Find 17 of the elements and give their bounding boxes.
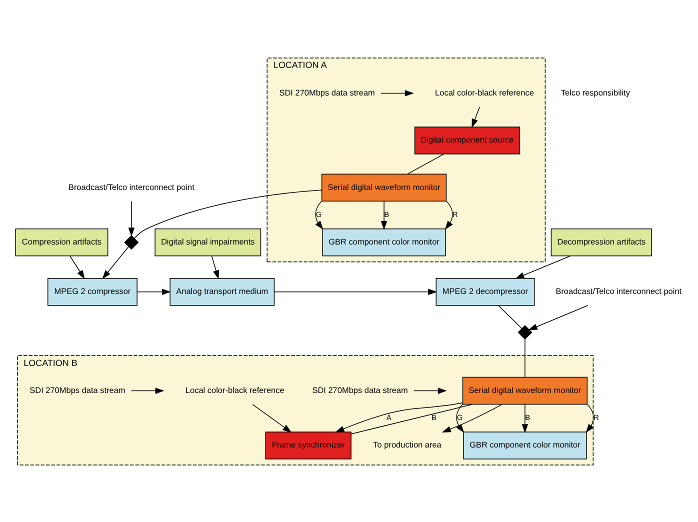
edge-label: B xyxy=(525,412,530,422)
node-text: Local color-black reference xyxy=(435,88,534,97)
node-text: Local color-black reference xyxy=(185,385,284,394)
node-text: SDI 270Mbps data stream xyxy=(30,385,126,394)
edge-label: G xyxy=(456,412,463,422)
node-text: Broadcast/Telco interconnect point xyxy=(68,182,194,192)
edge-label: A xyxy=(386,412,392,422)
edge-label: G xyxy=(316,209,322,218)
node-text: SDI 270Mbps data stream xyxy=(312,385,408,394)
edge-label: R xyxy=(593,412,599,422)
node-text: To production area xyxy=(373,440,442,450)
edge-label: R xyxy=(452,209,458,218)
edge-label: B xyxy=(384,209,390,218)
node-text: Broadcast/Telco interconnect point xyxy=(556,286,682,296)
label: Telco responsibility xyxy=(560,88,630,97)
edge-label: B xyxy=(431,412,436,422)
node-text: SDI 270Mbps data stream xyxy=(279,88,375,97)
